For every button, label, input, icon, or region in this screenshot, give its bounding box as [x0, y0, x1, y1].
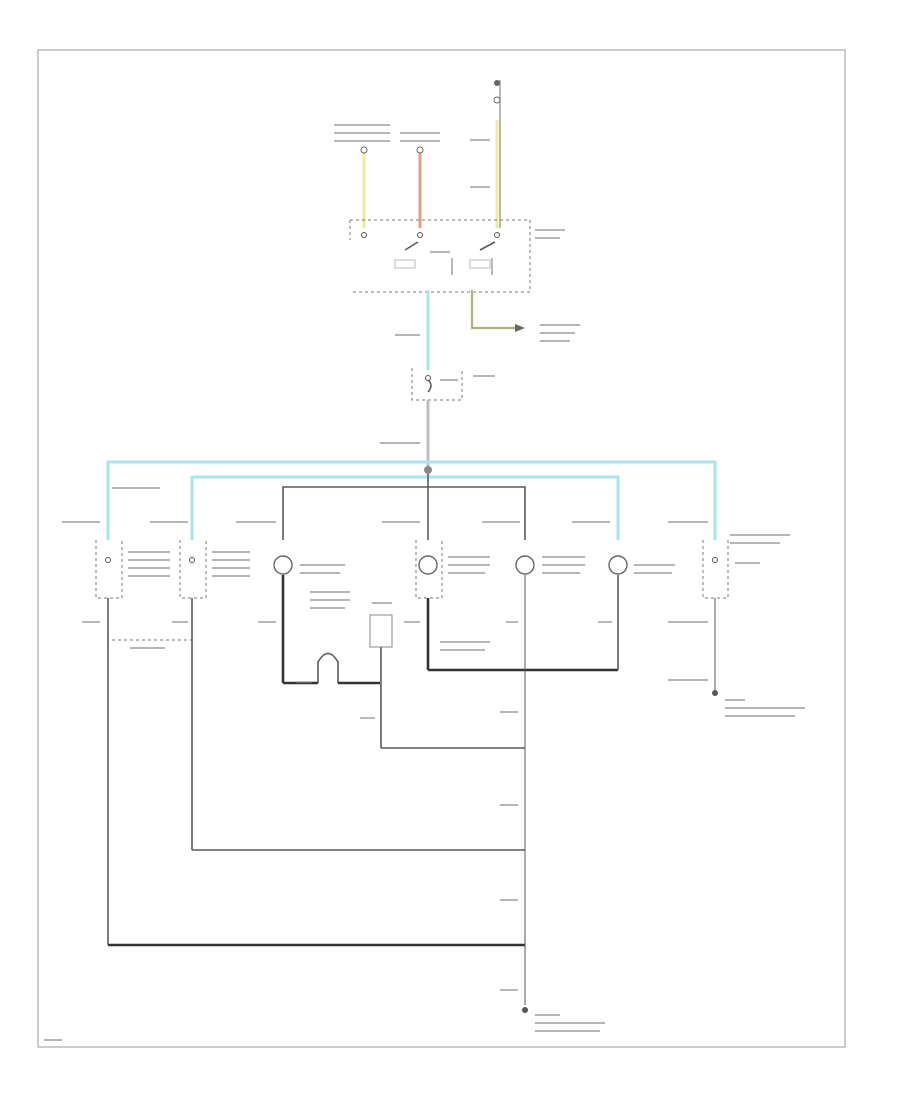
fuse-node-2: [493, 96, 501, 104]
switch-label-block: [469, 259, 491, 269]
connector-arrow: [515, 324, 525, 332]
resistor-block: [369, 614, 393, 648]
component-module-7: [702, 540, 729, 599]
lamp-4: [608, 555, 628, 575]
wire-black-bus: [282, 486, 526, 540]
dash-light-switch: [349, 219, 565, 293]
bus-wire-labels: [62, 487, 708, 523]
splice-node: [424, 466, 432, 474]
lamp-2: [418, 555, 438, 575]
fuse-terminal: [425, 375, 431, 381]
wire-light-blue-bus-outer: [106, 460, 717, 540]
lamp-1: [273, 555, 293, 575]
wire-yellow-exterior: [470, 290, 515, 330]
fuse-node-left: [360, 146, 368, 154]
fuse-node-middle: [416, 146, 424, 154]
module-terminal: [712, 557, 718, 563]
wire-exterior: [471, 290, 515, 329]
component-module-2: [179, 540, 207, 599]
ground-wiring: [107, 575, 805, 1032]
module-terminal: [189, 557, 195, 563]
ground-terminal: [522, 1007, 528, 1013]
switch-outline: [350, 219, 531, 293]
component-ground-labels: [82, 621, 612, 719]
distribution-bus: [106, 460, 717, 540]
module-terminal: [105, 557, 111, 563]
power-feed-group: [334, 80, 501, 228]
ground-terminal-right: [712, 690, 718, 696]
module-bracket: [107, 620, 193, 641]
components-row: [95, 534, 790, 599]
lamp-3: [515, 555, 535, 575]
diagram-border: [37, 49, 846, 1048]
rheostat-symbol: [317, 652, 339, 683]
switch-contact: [479, 241, 496, 251]
switch-terminal: [417, 232, 423, 238]
exterior-lamps-branch: [470, 290, 580, 342]
fuse-block: [411, 368, 495, 401]
switch-label-block: [394, 259, 416, 269]
switch-terminal: [494, 232, 500, 238]
switch-contact: [404, 241, 419, 251]
switch-terminal: [361, 232, 367, 238]
wire-light-blue-bus-inner: [190, 475, 620, 540]
fuse-element: [427, 379, 432, 393]
fuse-node: [494, 80, 500, 86]
component-module-1: [95, 540, 123, 599]
fuse-outline: [411, 368, 463, 401]
